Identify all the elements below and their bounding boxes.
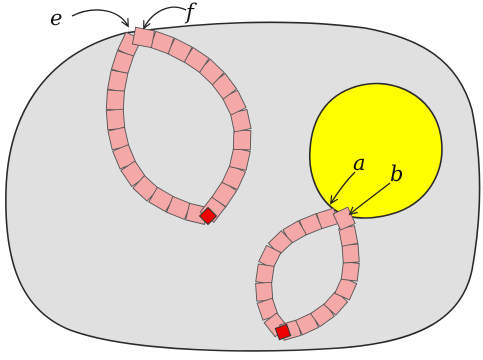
chain-tile — [233, 130, 251, 150]
chain-tile — [106, 90, 124, 110]
yellow-disk — [310, 84, 442, 218]
chain-tile — [256, 264, 274, 284]
chain-tile — [229, 148, 250, 170]
label-a: a — [353, 151, 366, 175]
label-f: f — [184, 0, 197, 24]
arrow-f — [144, 7, 186, 28]
chain-tile — [106, 109, 124, 129]
chain-tile — [108, 70, 128, 92]
arrow-e — [72, 10, 128, 26]
chain-tile — [342, 244, 359, 263]
chain-tile — [256, 282, 273, 301]
chain-tile — [341, 262, 359, 282]
label-b: b — [390, 162, 403, 186]
label-e: e — [50, 6, 62, 30]
chain-tile — [132, 27, 154, 47]
